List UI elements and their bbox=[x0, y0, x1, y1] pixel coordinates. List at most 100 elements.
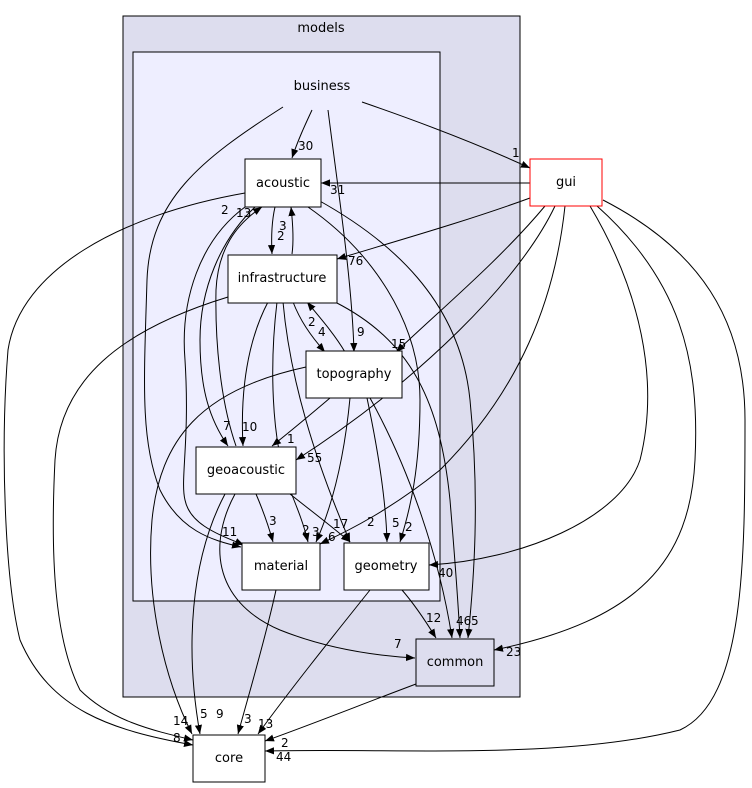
node-geoacoustic[interactable]: geoacoustic bbox=[195, 446, 297, 495]
edge-label: 3 bbox=[312, 525, 320, 539]
edge-infrastructure-topography[interactable] bbox=[292, 301, 326, 353]
node-material-label: material bbox=[254, 559, 308, 574]
edge-business-acoustic[interactable] bbox=[291, 109, 313, 159]
edge-label: 2 bbox=[277, 229, 285, 243]
edge-label: 76 bbox=[348, 254, 363, 268]
edge-acoustic-infrastructure[interactable] bbox=[267, 206, 276, 255]
edge-infrastructure-geometry[interactable] bbox=[282, 301, 351, 543]
edge-label: 14 bbox=[173, 714, 188, 728]
edge-gui-common[interactable] bbox=[493, 205, 697, 652]
edge-gui-material[interactable] bbox=[319, 205, 566, 545]
edge-infrastructure-geoacoustic[interactable] bbox=[238, 301, 269, 447]
edge-topography-geoacoustic[interactable] bbox=[271, 397, 331, 447]
edge-label: 3 bbox=[279, 219, 287, 233]
node-geometry[interactable]: geometry bbox=[343, 542, 430, 591]
edge-label: 1 bbox=[512, 146, 520, 160]
edge-gui-geometry[interactable] bbox=[428, 205, 649, 569]
edge-label: 4 bbox=[318, 325, 326, 339]
edge-label: 6 bbox=[328, 530, 336, 544]
edge-acoustic-geoacoustic[interactable] bbox=[199, 206, 256, 447]
edge-geoacoustic-material[interactable] bbox=[255, 493, 275, 543]
edge-topography-core[interactable] bbox=[150, 366, 307, 735]
edge-label: 31 bbox=[330, 183, 345, 197]
cluster-business-label: business bbox=[294, 79, 351, 94]
edge-label: 7 bbox=[394, 637, 402, 651]
edge-business-material[interactable] bbox=[144, 106, 284, 549]
edge-label: 2 bbox=[281, 736, 289, 750]
edge-gui-geoacoustic[interactable] bbox=[295, 205, 556, 461]
edge-geometry-common[interactable] bbox=[401, 589, 437, 639]
edge-material-core[interactable] bbox=[236, 589, 277, 735]
edge-label: 12 bbox=[426, 611, 441, 625]
edge-label: 3 bbox=[244, 712, 252, 726]
node-topography[interactable]: topography bbox=[305, 350, 403, 399]
node-infrastructure-label: infrastructure bbox=[238, 271, 327, 286]
nodes: acoustic infrastructure topography geoac… bbox=[192, 158, 603, 783]
edge-geoacoustic-geometry[interactable] bbox=[289, 493, 351, 543]
edge-label: 30 bbox=[298, 139, 313, 153]
edge-labels: 30 1 31 2 13 3 2 76 2 4 9 15 7 10 1 55 3… bbox=[173, 139, 521, 764]
edge-infrastructure-acoustic[interactable] bbox=[288, 206, 296, 255]
node-gui-label: gui bbox=[556, 175, 576, 190]
edge-label: 5 bbox=[471, 614, 479, 628]
edge-label: 40 bbox=[438, 566, 453, 580]
edge-label: 13 bbox=[236, 206, 251, 220]
edge-acoustic-material[interactable] bbox=[183, 206, 246, 546]
edge-acoustic-core[interactable] bbox=[3, 192, 246, 747]
edge-acoustic-geometry[interactable] bbox=[307, 206, 421, 543]
edge-acoustic-common[interactable] bbox=[317, 199, 476, 639]
node-acoustic-label: acoustic bbox=[256, 176, 310, 191]
edge-label: 44 bbox=[276, 750, 291, 764]
cluster-models-label: models bbox=[297, 21, 344, 36]
edge-label: 9 bbox=[216, 707, 224, 721]
node-infrastructure[interactable]: infrastructure bbox=[227, 254, 338, 304]
edge-topography-geometry[interactable] bbox=[366, 397, 391, 543]
edge-label: 2 bbox=[308, 315, 316, 329]
edge-label: 1 bbox=[287, 432, 295, 446]
node-common-label: common bbox=[427, 655, 484, 670]
edge-gui-infrastructure[interactable] bbox=[336, 197, 531, 260]
edge-label: 3 bbox=[269, 514, 277, 528]
edge-gui-topography[interactable] bbox=[395, 205, 546, 353]
edge-label: 11 bbox=[222, 525, 237, 539]
edge-business-topography[interactable] bbox=[327, 109, 358, 353]
node-acoustic[interactable]: acoustic bbox=[244, 158, 322, 208]
edge-label: 2 bbox=[367, 515, 375, 529]
edge-label: 10 bbox=[242, 420, 257, 434]
edge-label: 13 bbox=[258, 717, 273, 731]
edges bbox=[3, 101, 746, 755]
edge-label: 5 bbox=[392, 516, 400, 530]
edge-label: 15 bbox=[391, 337, 406, 351]
edge-infrastructure-common[interactable] bbox=[334, 301, 464, 639]
edge-label: 5 bbox=[200, 707, 208, 721]
node-gui[interactable]: gui bbox=[529, 158, 603, 207]
node-geoacoustic-label: geoacoustic bbox=[207, 463, 285, 478]
edge-business-gui[interactable] bbox=[361, 101, 531, 169]
edge-gui-core[interactable] bbox=[264, 199, 746, 755]
cluster-business[interactable]: business bbox=[132, 51, 441, 602]
edge-label: 2 bbox=[221, 203, 229, 217]
node-geometry-label: geometry bbox=[354, 559, 417, 574]
edge-geometry-core[interactable] bbox=[257, 589, 371, 735]
edge-common-core[interactable] bbox=[264, 683, 417, 742]
edge-topography-material[interactable] bbox=[315, 397, 351, 543]
edge-label: 23 bbox=[506, 645, 521, 659]
edge-label: 2 bbox=[302, 523, 310, 537]
edge-label: 17 bbox=[333, 517, 348, 531]
edge-geoacoustic-core[interactable] bbox=[191, 493, 226, 735]
node-core-label: core bbox=[215, 751, 243, 766]
node-core[interactable]: core bbox=[192, 734, 266, 783]
edge-label: 2 bbox=[405, 520, 413, 534]
node-material[interactable]: material bbox=[241, 542, 321, 591]
edge-infrastructure-core[interactable] bbox=[52, 296, 229, 742]
edge-label: 9 bbox=[357, 325, 365, 339]
edge-label: 46 bbox=[456, 614, 471, 628]
edge-topography-common[interactable] bbox=[369, 397, 455, 639]
node-topography-label: topography bbox=[316, 367, 391, 382]
edge-geoacoustic-common[interactable] bbox=[219, 493, 416, 662]
edge-geoacoustic-acoustic[interactable] bbox=[215, 206, 263, 447]
edge-label: 8 bbox=[173, 731, 181, 745]
node-common[interactable]: common bbox=[415, 638, 495, 687]
edge-label: 55 bbox=[307, 451, 322, 465]
edge-topography-infrastructure[interactable] bbox=[306, 301, 346, 353]
